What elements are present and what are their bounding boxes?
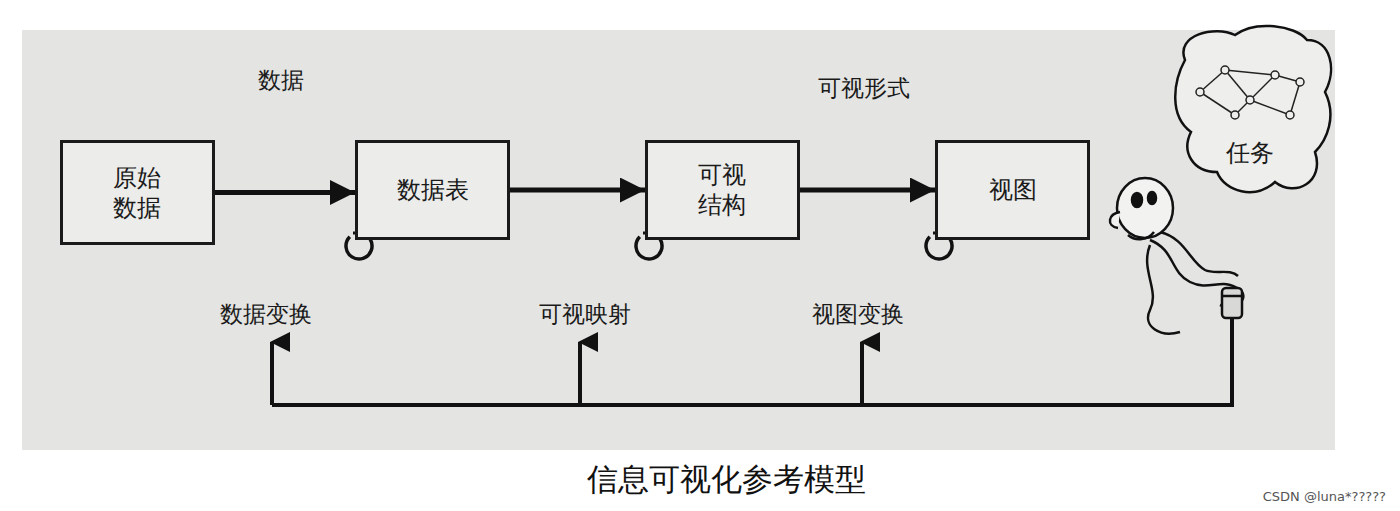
node-label: 任务 [1165, 138, 1335, 168]
task-cloud: 任务 [1165, 20, 1335, 198]
data-box: 视图 [935, 140, 1090, 240]
data-box: 可视 结构 [645, 140, 800, 240]
feedback-line [272, 318, 1232, 405]
stage-label: 可视映射 [539, 299, 631, 330]
flow-arrow [800, 188, 935, 193]
data-box: 数据表 [355, 140, 510, 240]
watermark: CSDN @luna*????? [1263, 489, 1386, 504]
stage-label: 数据变换 [220, 299, 312, 330]
cloud-outline [1165, 20, 1335, 198]
feedback-arrow [578, 342, 582, 405]
stage-label: 可视形式 [818, 73, 910, 104]
data-box: 原始 数据 [60, 140, 215, 245]
stage-label: 视图变换 [812, 299, 904, 330]
node-label: 原始 数据 [99, 163, 176, 223]
feedback-arrow [270, 342, 274, 405]
node-label: 视图 [989, 175, 1037, 205]
stage-label: 数据 [258, 65, 304, 96]
feedback-arrow [860, 342, 864, 405]
user-figure [1110, 178, 1243, 334]
node-label: 数据表 [397, 175, 469, 205]
flow-arrow [510, 188, 645, 193]
node-label: 可视 结构 [684, 160, 761, 220]
flow-arrow [215, 190, 355, 195]
caption: 信息可视化参考模型 [587, 459, 866, 501]
